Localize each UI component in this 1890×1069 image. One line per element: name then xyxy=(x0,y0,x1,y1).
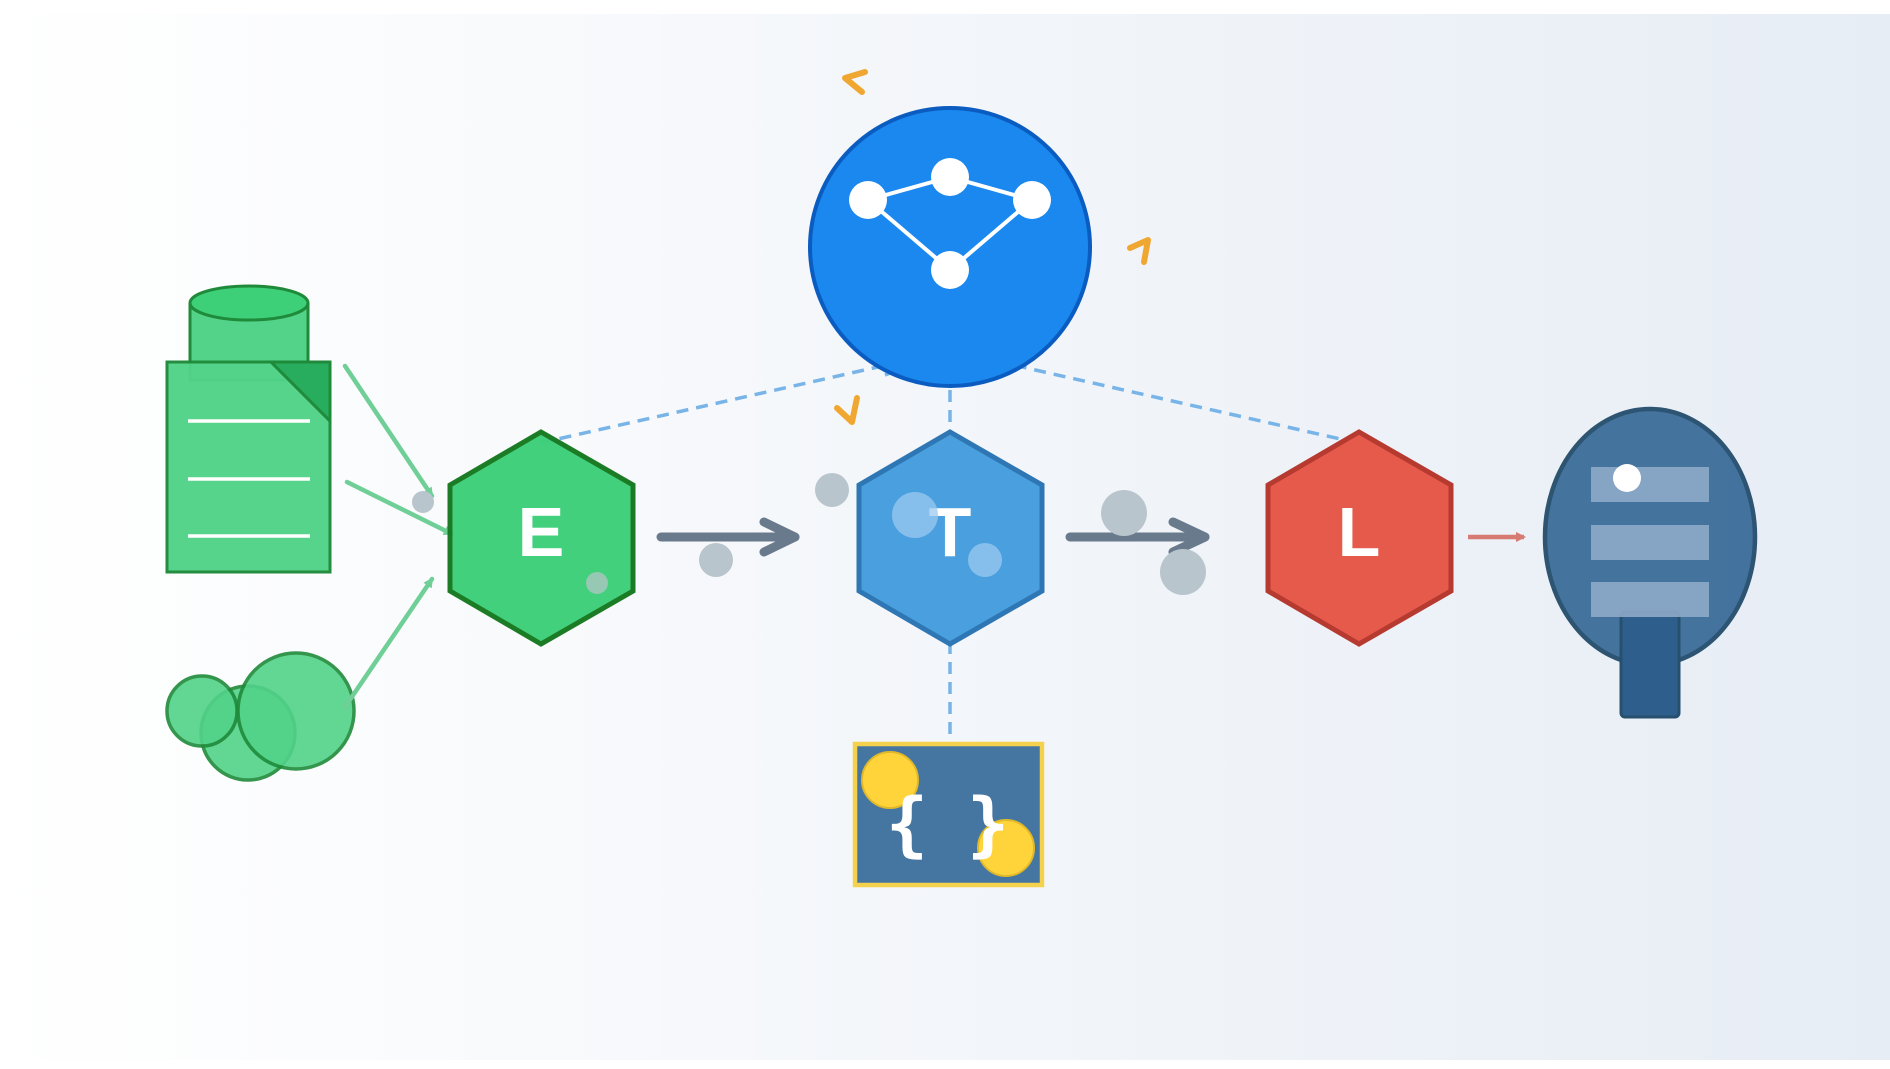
spark-accents xyxy=(834,69,1151,425)
data-particles xyxy=(412,473,1206,595)
warehouse-shelf xyxy=(1591,582,1709,617)
particle xyxy=(586,572,608,594)
spark-icon xyxy=(834,395,860,425)
bubble-icon xyxy=(968,543,1002,577)
spark-icon xyxy=(842,69,868,95)
extract-label: E xyxy=(518,493,565,571)
orchestrator-circle xyxy=(808,106,1092,388)
particle xyxy=(412,491,434,513)
arrow-db-to-extract xyxy=(342,363,435,499)
spark-icon xyxy=(1127,237,1151,265)
particle xyxy=(815,473,849,507)
network-graph-icon xyxy=(849,158,1051,289)
load-label: L xyxy=(1338,493,1381,571)
warehouse-shelf xyxy=(1591,525,1709,560)
flow-arrows xyxy=(656,517,1210,557)
indicator-dot xyxy=(1613,464,1641,492)
load-hexagon xyxy=(1265,429,1454,647)
coin-icon xyxy=(977,819,1035,877)
cloud-icon[interactable] xyxy=(165,651,356,782)
connector-to-extract xyxy=(539,360,901,445)
document-icon[interactable] xyxy=(165,360,332,574)
arrow-cloud-to-extract xyxy=(342,576,435,710)
extract-stage[interactable]: E xyxy=(447,429,636,647)
extract-hexagon xyxy=(447,429,636,647)
close-brace: } xyxy=(967,783,1009,865)
warehouse-shelf xyxy=(1591,467,1709,502)
transform-stage[interactable]: T xyxy=(856,429,1045,647)
arrow-extract-to-transform xyxy=(656,517,800,557)
data-warehouse-icon[interactable] xyxy=(1542,406,1758,719)
arrow-transform-to-load xyxy=(1065,517,1210,557)
particle xyxy=(1101,490,1147,536)
load-stage[interactable]: L xyxy=(1265,429,1454,647)
orchestrator-node[interactable] xyxy=(808,106,1092,388)
open-brace: { xyxy=(886,783,928,865)
arrow-doc-to-extract xyxy=(344,479,455,537)
transform-hexagon xyxy=(856,429,1045,647)
connector-to-load xyxy=(999,360,1359,445)
json-data-box[interactable]: { } xyxy=(852,741,1045,888)
particle xyxy=(699,543,733,577)
source-arrows xyxy=(342,363,455,710)
coin-icon xyxy=(861,751,919,809)
data-sources xyxy=(165,284,356,782)
particle xyxy=(1160,549,1206,595)
bubble-icon xyxy=(892,492,938,538)
